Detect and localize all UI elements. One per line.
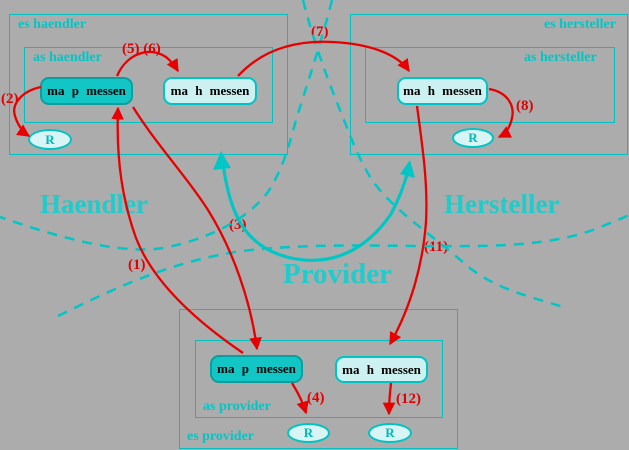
arrow-label-3: (3) xyxy=(229,217,247,233)
haendler-title: Haendler xyxy=(40,189,148,219)
as-haendler-label: as haendler xyxy=(33,50,102,65)
provider-arc-right-arrowhead-icon xyxy=(400,160,415,178)
as-provider-frame xyxy=(195,340,443,418)
hersteller-ma-h-messen-node: ma h messen xyxy=(397,77,488,105)
haendler-resource-ellipse: R xyxy=(28,129,72,150)
haendler-ma-h-messen-node: ma h messen xyxy=(163,77,257,105)
as-provider-label: as provider xyxy=(203,399,271,414)
arrow-label-12: (12) xyxy=(396,391,421,407)
haendler-ma-p-messen-node: ma p messen xyxy=(40,77,133,105)
arrow-label-4: (4) xyxy=(307,390,325,406)
provider-arc xyxy=(221,163,410,262)
provider-ma-h-messen-node: ma h messen xyxy=(335,356,428,383)
hersteller-title: Hersteller xyxy=(444,189,560,219)
provider-title: Provider xyxy=(283,258,392,290)
arrow-label-11: (11) xyxy=(424,239,449,255)
arrow-label-7: (7) xyxy=(311,24,329,40)
arrow-label-1: (1) xyxy=(128,257,146,273)
es-provider-label: es provider xyxy=(187,429,255,444)
provider-resource-right-ellipse: R xyxy=(368,423,412,443)
provider-resource-left-ellipse: R xyxy=(287,423,330,443)
hersteller-resource-ellipse: R xyxy=(452,128,494,148)
es-haendler-label: es haendler xyxy=(18,17,87,32)
arrow-label-8: (8) xyxy=(516,98,534,114)
arrow-label-2: (2) xyxy=(1,91,19,107)
arrow-label-5-6: (5) (6) xyxy=(122,41,161,57)
provider-ma-p-messen-node: ma p messen xyxy=(210,355,303,383)
as-hersteller-label: as hersteller xyxy=(524,50,597,65)
es-hersteller-label: es hersteller xyxy=(544,17,616,32)
